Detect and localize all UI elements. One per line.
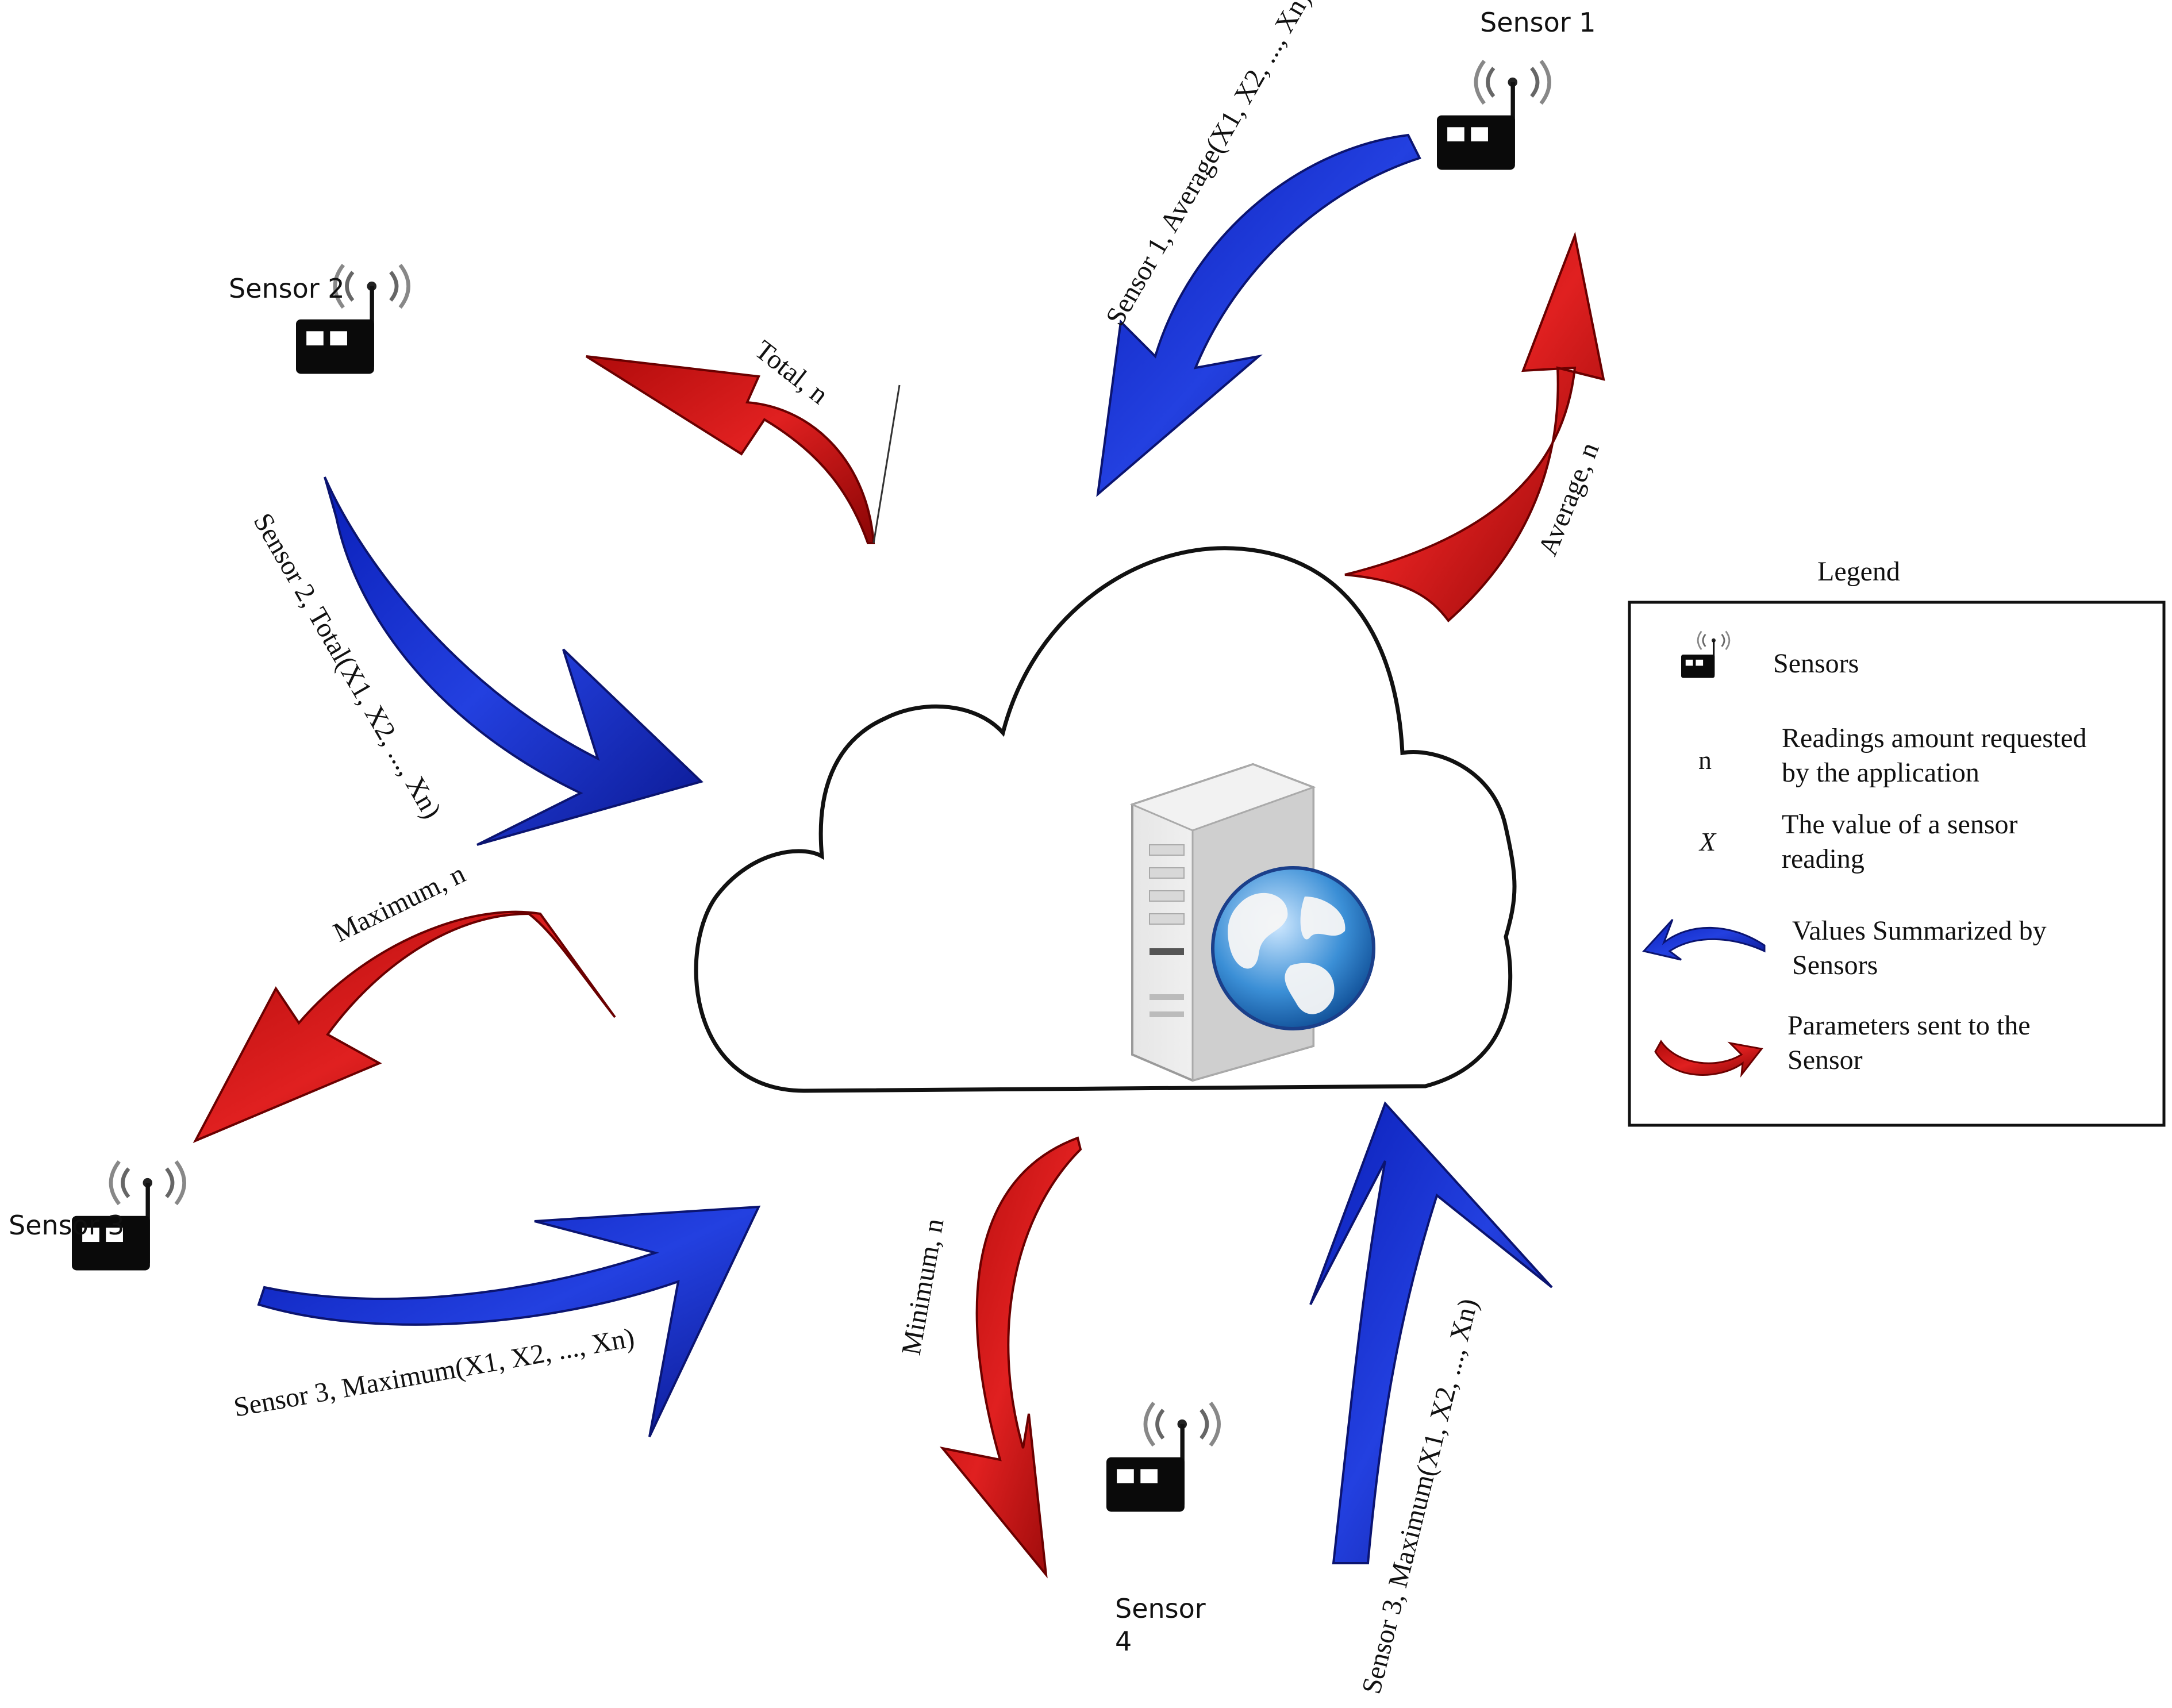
legend-title: Legend <box>1817 556 1900 587</box>
arrow-sensor2-to-cloud <box>324 476 704 846</box>
label-sensor4-minimum-n: Minimum, n <box>896 1216 950 1357</box>
sensor3-label: Sensor 3 <box>9 1210 125 1241</box>
legend-symbol-n: n <box>1698 745 1712 775</box>
arrow-sensor1-to-cloud <box>1096 133 1421 497</box>
arrow-cloud-to-sensor4 <box>939 1136 1082 1579</box>
globe-icon <box>1211 866 1375 1030</box>
arrow-sensor3-to-cloud <box>257 1205 761 1437</box>
sensor4-label-line1: Sensor <box>1115 1593 1206 1624</box>
legend-item-n-line2: by the application <box>1782 757 1979 788</box>
arrow-cloud-to-sensor2 <box>585 355 901 544</box>
label-sensor2-total-n: Total, n <box>749 334 834 410</box>
legend-blue-arrow-icon <box>1642 918 1766 961</box>
sensor4-icon <box>1106 1403 1219 1511</box>
label-sensor3-maximum-values: Sensor 3, Maximum(X1, X2, ..., Xn) <box>232 1322 637 1423</box>
legend-red-arrow-icon <box>1654 1040 1763 1078</box>
label-sensor1-average-n: Average, n <box>1532 438 1605 560</box>
sensor1-icon <box>1437 61 1550 170</box>
legend-item-blue-line2: Sensors <box>1792 950 1878 980</box>
sensor2-label: Sensor 2 <box>229 273 345 304</box>
legend-symbol-x: X <box>1698 827 1717 856</box>
arrow-cloud-to-sensor1 <box>1344 231 1605 622</box>
arrow-cloud-to-sensor3 <box>193 910 616 1144</box>
legend-item-sensors: Sensors <box>1773 648 1859 679</box>
legend-item-red-line2: Sensor <box>1787 1045 1863 1075</box>
cloud-outline <box>694 546 1517 1093</box>
legend-item-red-line1: Parameters sent to the <box>1787 1010 2031 1041</box>
legend-item-blue-line1: Values Summarized by <box>1792 915 2047 946</box>
label-sensor3-maximum-n: Maximum, n <box>329 859 470 948</box>
arrow-sensor4-to-cloud <box>1309 1101 1553 1564</box>
legend-item-x-line1: The value of a sensor <box>1782 809 2018 840</box>
legend-box <box>1628 601 2166 1127</box>
cloud <box>694 546 1517 1093</box>
sensor1-label: Sensor 1 <box>1480 7 1596 38</box>
legend: Legend Sensors n Readings amount request… <box>1628 556 2166 1127</box>
legend-item-x-line2: reading <box>1782 844 1865 874</box>
sensor4-label-line2: 4 <box>1115 1626 1132 1657</box>
legend-item-n-line1: Readings amount requested <box>1782 723 2087 753</box>
